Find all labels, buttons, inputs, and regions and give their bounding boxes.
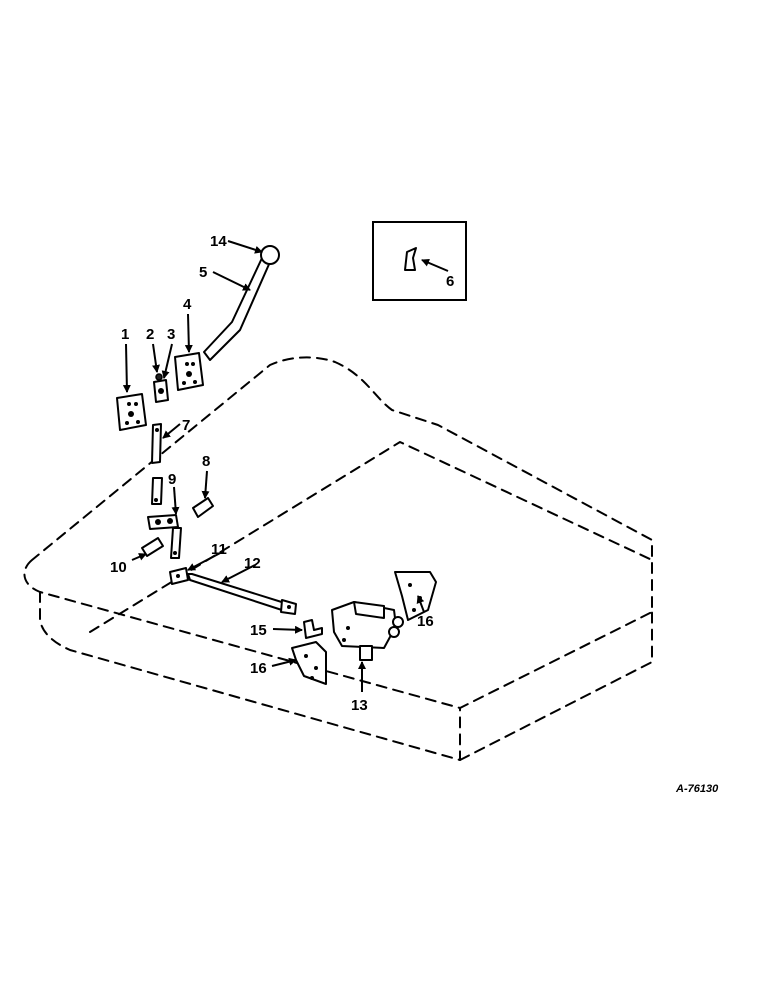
callout-16-right: 16	[417, 613, 434, 630]
callout-5: 5	[199, 264, 207, 281]
callout-15: 15	[250, 622, 267, 639]
rod-assembly	[169, 567, 297, 615]
callout-11: 11	[211, 541, 227, 558]
callout-1: 1	[121, 326, 129, 343]
clip-part	[303, 619, 323, 639]
callout-6: 6	[446, 273, 454, 290]
control-lever	[203, 245, 280, 361]
drawing-number: A-76130	[675, 783, 719, 795]
callout-12: 12	[244, 555, 261, 572]
callout-9: 9	[168, 471, 176, 488]
pivot-assembly	[153, 373, 169, 403]
callout-13: 13	[351, 697, 368, 714]
callout-16-left: 16	[250, 660, 267, 677]
ball-knob-part	[260, 245, 280, 265]
bracket-right-part	[394, 571, 437, 621]
inset-box	[372, 221, 467, 301]
callout-2: 2	[146, 326, 154, 343]
callout-7: 7	[182, 417, 190, 434]
plate-left-part	[116, 393, 147, 431]
bracket-left-part	[291, 641, 327, 685]
callout-8: 8	[202, 453, 210, 470]
knob-insert-part	[404, 247, 417, 271]
callout-3: 3	[167, 326, 175, 343]
control-valve-part	[331, 601, 404, 661]
callout-labels: 1 2 3 4 5 6 7 8 9 10 11 12 13 14 15 16 1…	[110, 233, 719, 795]
callout-10: 10	[110, 559, 127, 576]
plate-right-part	[174, 352, 204, 391]
leader-lines	[122, 240, 449, 692]
link-part	[151, 423, 163, 505]
pin-right-part	[192, 497, 214, 518]
bell-crank-part	[147, 514, 182, 559]
callout-4: 4	[183, 296, 192, 313]
callout-14: 14	[210, 233, 227, 250]
